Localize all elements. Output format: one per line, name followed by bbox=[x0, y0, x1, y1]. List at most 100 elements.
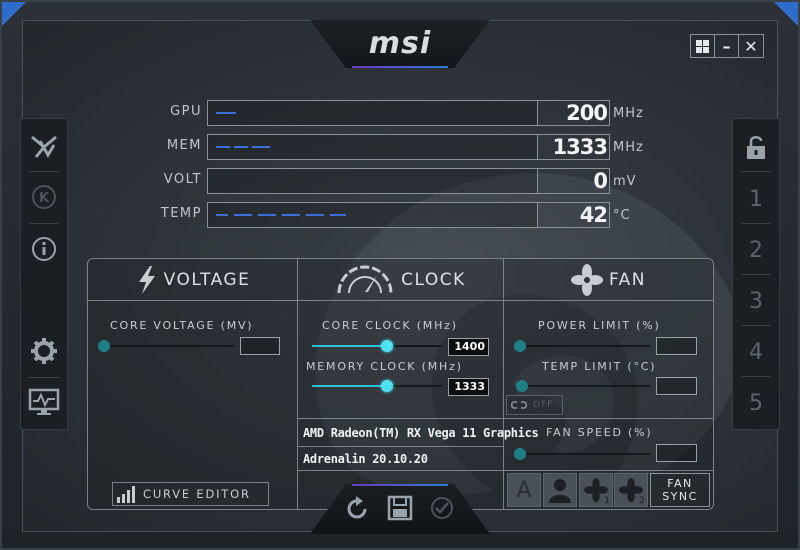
info-row-divider bbox=[297, 446, 503, 447]
core-voltage-track[interactable] bbox=[104, 345, 234, 347]
monitor-icon bbox=[28, 388, 60, 415]
reset-button[interactable] bbox=[343, 493, 373, 523]
link-toggle-state: OFF bbox=[533, 400, 554, 410]
windows-logo-icon bbox=[696, 39, 709, 53]
profile-3-button[interactable]: 3 bbox=[733, 277, 779, 325]
info-button[interactable] bbox=[21, 225, 67, 273]
lightning-icon bbox=[138, 266, 155, 294]
memory-clock-fill bbox=[312, 385, 387, 387]
bar-graph-icon bbox=[117, 486, 135, 503]
sidebar-divider bbox=[741, 223, 771, 224]
sidebar-divider bbox=[29, 377, 59, 378]
profile-1-label: 1 bbox=[749, 186, 763, 212]
monitor-bar-segment bbox=[216, 112, 236, 114]
monitor-bar-segment bbox=[216, 214, 228, 216]
bottom-accent-line bbox=[352, 484, 448, 486]
power-limit-input[interactable] bbox=[656, 337, 697, 355]
gear-icon bbox=[31, 338, 57, 364]
memory-clock-slider[interactable] bbox=[381, 380, 393, 392]
fan-user-button[interactable] bbox=[543, 473, 577, 507]
checkmark-icon bbox=[431, 497, 453, 519]
settings-button[interactable] bbox=[21, 327, 67, 375]
minimize-button[interactable]: – bbox=[715, 35, 739, 57]
power-limit-track[interactable] bbox=[520, 345, 650, 347]
reset-icon bbox=[347, 496, 367, 519]
windows-icon[interactable] bbox=[691, 35, 715, 57]
temp-limit-input[interactable] bbox=[656, 377, 697, 395]
sidebar-divider bbox=[741, 171, 771, 172]
save-button[interactable] bbox=[385, 493, 415, 523]
gpu-name: AMD Radeon(TM) RX Vega 11 Graphics bbox=[303, 426, 539, 440]
monitor-label: TEMP bbox=[160, 206, 202, 221]
left-sidebar: K bbox=[20, 118, 68, 430]
close-button[interactable]: ✕ bbox=[744, 36, 758, 56]
kombustor-button[interactable] bbox=[21, 123, 67, 171]
fan-2-button[interactable]: 2 bbox=[614, 473, 648, 507]
logo-plate bbox=[310, 20, 490, 68]
profile-2-button[interactable]: 2 bbox=[733, 226, 779, 274]
monitor-value: 200 bbox=[538, 100, 610, 126]
fan-sync-button[interactable]: FAN SYNC bbox=[650, 473, 710, 507]
monitor-unit: MHz bbox=[613, 106, 644, 121]
window-controls: – ✕ bbox=[690, 34, 764, 58]
profile-4-button[interactable]: 4 bbox=[733, 328, 779, 376]
monitor-bar bbox=[207, 168, 538, 194]
link-icon bbox=[510, 401, 528, 409]
fan-1-icon bbox=[584, 478, 608, 502]
speedometer-icon bbox=[337, 265, 393, 294]
temp-limit-track[interactable] bbox=[522, 385, 650, 387]
monitor-bar bbox=[207, 202, 538, 228]
curve-editor-button[interactable]: CURVE EDITOR bbox=[112, 482, 269, 506]
power-limit-label: POWER LIMIT (%) bbox=[538, 319, 661, 332]
dragon-watermark bbox=[315, 173, 741, 495]
fan-auto-button[interactable]: A bbox=[507, 473, 541, 507]
monitor-bar-segment bbox=[282, 214, 300, 216]
kombustor-icon bbox=[31, 135, 57, 158]
monitor-bar-segment bbox=[306, 214, 324, 216]
msi-logo: msi bbox=[368, 26, 432, 61]
k-boost-button[interactable]: K bbox=[21, 173, 67, 221]
memory-clock-input[interactable]: 1333 bbox=[448, 378, 489, 396]
svg-text:K: K bbox=[39, 191, 50, 206]
section-divider bbox=[297, 259, 298, 509]
profile-3-label: 3 bbox=[749, 288, 763, 314]
fan-title: FAN bbox=[608, 270, 647, 290]
core-clock-slider[interactable] bbox=[381, 340, 393, 352]
temp-limit-label: TEMP LIMIT (°C) bbox=[542, 360, 657, 373]
profile-5-button[interactable]: 5 bbox=[733, 379, 779, 427]
limit-link-toggle[interactable]: OFF bbox=[506, 395, 563, 415]
voltage-header: VOLTAGE bbox=[90, 262, 296, 298]
fan-1-button[interactable]: 1 bbox=[579, 473, 613, 507]
fan-1-subscript: 1 bbox=[604, 496, 610, 506]
monitor-unit: MHz bbox=[613, 140, 644, 155]
monitor-label: MEM bbox=[166, 138, 202, 153]
clock-title: CLOCK bbox=[401, 270, 466, 290]
core-voltage-input[interactable] bbox=[240, 337, 280, 355]
logo-underline bbox=[352, 66, 448, 68]
fan-speed-track[interactable] bbox=[520, 453, 650, 455]
profile-lock-button[interactable] bbox=[733, 123, 779, 171]
sidebar-divider bbox=[741, 274, 771, 275]
core-clock-input[interactable]: 1400 bbox=[448, 338, 489, 356]
info-row-divider bbox=[297, 470, 503, 471]
sidebar-divider bbox=[29, 171, 59, 172]
profile-1-button[interactable]: 1 bbox=[733, 175, 779, 223]
voltage-title: VOLTAGE bbox=[163, 270, 251, 290]
core-voltage-slider[interactable] bbox=[98, 340, 110, 352]
monitor-bar-segment bbox=[234, 146, 248, 148]
fan-speed-slider[interactable] bbox=[514, 448, 526, 460]
section-divider bbox=[503, 259, 504, 509]
apply-button[interactable] bbox=[427, 493, 457, 523]
fan-icon bbox=[570, 264, 603, 296]
temp-limit-slider[interactable] bbox=[516, 380, 528, 392]
core-clock-label: CORE CLOCK (MHz) bbox=[322, 319, 458, 332]
core-voltage-label: CORE VOLTAGE (MV) bbox=[110, 319, 254, 332]
monitor-bar-segment bbox=[258, 214, 276, 216]
fan-speed-input[interactable] bbox=[656, 444, 697, 462]
power-limit-slider[interactable] bbox=[514, 340, 526, 352]
sidebar-divider bbox=[29, 223, 59, 224]
save-icon bbox=[387, 495, 413, 521]
k-boost-icon: K bbox=[32, 185, 56, 209]
monitoring-button[interactable] bbox=[21, 378, 67, 426]
sidebar-divider bbox=[741, 325, 771, 326]
